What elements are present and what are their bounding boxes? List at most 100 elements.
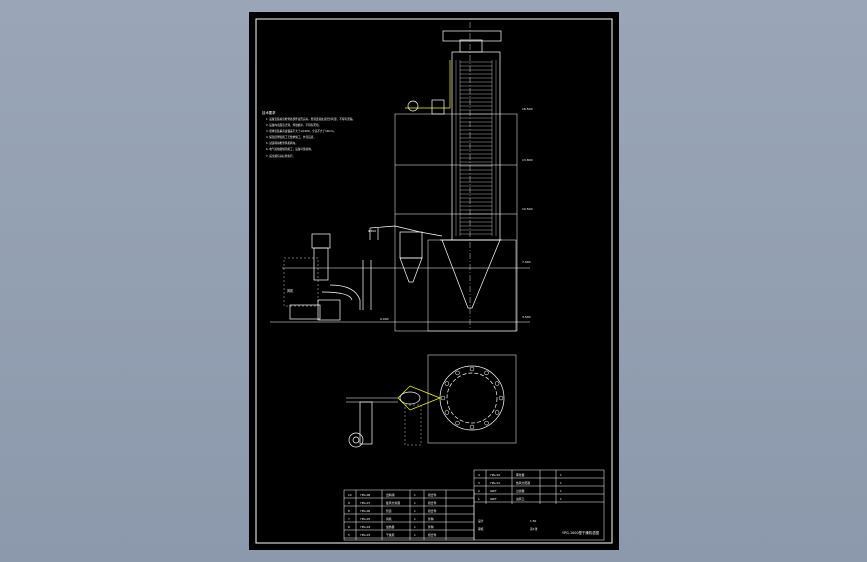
bolt-hole [484, 420, 489, 426]
note-line: 2. 设备内表面应光滑，焊缝磨平，不得有死角。 [266, 123, 321, 127]
bolt-hole [444, 381, 450, 386]
heater-column [313, 247, 329, 281]
parts-list-cell: 干燥塔 [386, 533, 395, 537]
tower-plan-inner [446, 372, 498, 424]
title-block-cell: 雾化器 [516, 473, 525, 477]
plan-fan-hub [352, 436, 360, 444]
bolt-hole [440, 395, 446, 401]
parts-list-cell: 组合件 [428, 501, 437, 505]
plan-support [404, 404, 422, 446]
title-block-cell: 2 [478, 489, 480, 493]
title-block-cell: YPG-02 [490, 473, 500, 477]
elevation-marks: 16.500 13.800 10.500 7.000 3.500 0.000 风… [287, 107, 533, 321]
support-frame [427, 239, 517, 332]
plan-floor-outline [427, 354, 517, 444]
air-heater-top [431, 99, 445, 115]
plan-heater [359, 401, 373, 445]
title-block-cell: 1 [560, 489, 562, 493]
fan-label: 风机 [287, 288, 294, 293]
bolt-hole [494, 381, 500, 386]
title-block-meta: 审核 [478, 527, 484, 531]
parts-list-cell: 风机 [386, 517, 392, 521]
elevation-label: 13.800 [522, 158, 533, 162]
parts-list-cell: 组合件 [428, 509, 437, 513]
title-block-cell: 进风口 [516, 497, 525, 501]
top-motor [442, 30, 502, 42]
return-bend [321, 291, 353, 301]
exhaust-duct [369, 225, 443, 237]
parts-list-cell: 10 [348, 493, 352, 497]
title-block-cell: 1 [478, 497, 480, 501]
bolt-hole [469, 366, 475, 372]
parts-list-cell: 组合件 [428, 533, 437, 537]
inlet-filter [407, 100, 419, 112]
parts-list-cell: YPG-05 [360, 517, 370, 521]
elevation-view [270, 22, 530, 332]
blower-fan [289, 304, 321, 320]
elevation-label: 3.500 [522, 315, 531, 319]
title-block-cell: GB/T [490, 489, 497, 493]
parts-list-frame [343, 489, 475, 541]
note-line: 1. 设备安装前应检查各部件是否完好，管道连接处应密封可靠，不得有泄漏。 [266, 117, 355, 121]
parts-list-cell: 8 [348, 509, 350, 513]
cyclone-cone [399, 257, 423, 283]
fan-area [283, 257, 319, 307]
parts-list-cell: 外购 [428, 517, 434, 521]
title-block-cell: 3 [478, 481, 480, 485]
riser-pipe [369, 228, 379, 240]
plan-fan [348, 432, 364, 448]
parts-list-cell: 1 [414, 525, 416, 529]
title-block-cell: 1 [560, 497, 562, 501]
parts-list-cell: YPG-08 [360, 493, 370, 497]
parts-list-cell: 7 [348, 517, 350, 521]
bolt-hole [455, 420, 460, 426]
title-block-cell: 热风分配器 [516, 481, 530, 485]
note-line: 6. 电气接线按规范施工，设备可靠接地。 [266, 147, 313, 151]
parts-list-cell: 6 [348, 525, 350, 529]
drawing-sheet [249, 12, 619, 550]
bolt-hole [469, 424, 475, 430]
parts-list-cell: 1 [414, 509, 416, 513]
title-block-cell: YPG-01 [490, 481, 500, 485]
tower-rungs [460, 61, 492, 235]
elevation-label: 7.000 [522, 260, 531, 264]
bolt-hole [494, 410, 500, 415]
parts-list-cell: YPG-04 [360, 525, 370, 529]
parts-list-cell: 1 [414, 493, 416, 497]
bolt-hole [444, 410, 450, 415]
parts-list-cell: 管道 [386, 509, 392, 513]
note-line: 5. 试运转前检查风机转向。 [266, 141, 298, 145]
bolt-hole [455, 370, 460, 376]
parts-list-cell: YPG-07 [360, 501, 370, 505]
fan-housing [317, 299, 341, 321]
title-block-cell: 4 [478, 473, 480, 477]
hot-air-duct [405, 60, 451, 109]
title-block-cell: GB/T [490, 497, 497, 501]
parts-list-cell: 出料阀 [386, 493, 395, 497]
title-block-cell: 1 [560, 481, 562, 485]
parts-list-cell: 旋风分离器 [386, 501, 400, 505]
flange-bolt-holes [440, 366, 504, 430]
notes-heading: 技术要求 [262, 110, 276, 115]
parts-list-cell: 组合件 [428, 493, 437, 497]
title-block-meta: 设计 [478, 519, 484, 523]
title-block-meta: 1:50 [530, 519, 537, 523]
parts-list-cell: 1 [414, 517, 416, 521]
bolt-hole [484, 370, 489, 376]
title-block-cell: 1 [560, 473, 562, 477]
parts-list-cell: 外购 [428, 525, 434, 529]
parts-list-cell: 1 [414, 533, 416, 537]
parts-list-cell: YPG-06 [360, 509, 370, 513]
title-block [343, 469, 605, 541]
parts-list-cell: 加热器 [386, 525, 395, 529]
return-bend [329, 284, 361, 310]
drawing-frame [255, 18, 613, 544]
elevation-label: 0.000 [380, 317, 389, 321]
title-block-grid [344, 470, 604, 540]
tower-hatching [455, 60, 497, 236]
bolt-hole [498, 395, 504, 401]
note-line: 4. 保温层厚度按工艺要求施工，外包铝皮。 [266, 135, 316, 139]
plan-cyclone [399, 391, 421, 405]
